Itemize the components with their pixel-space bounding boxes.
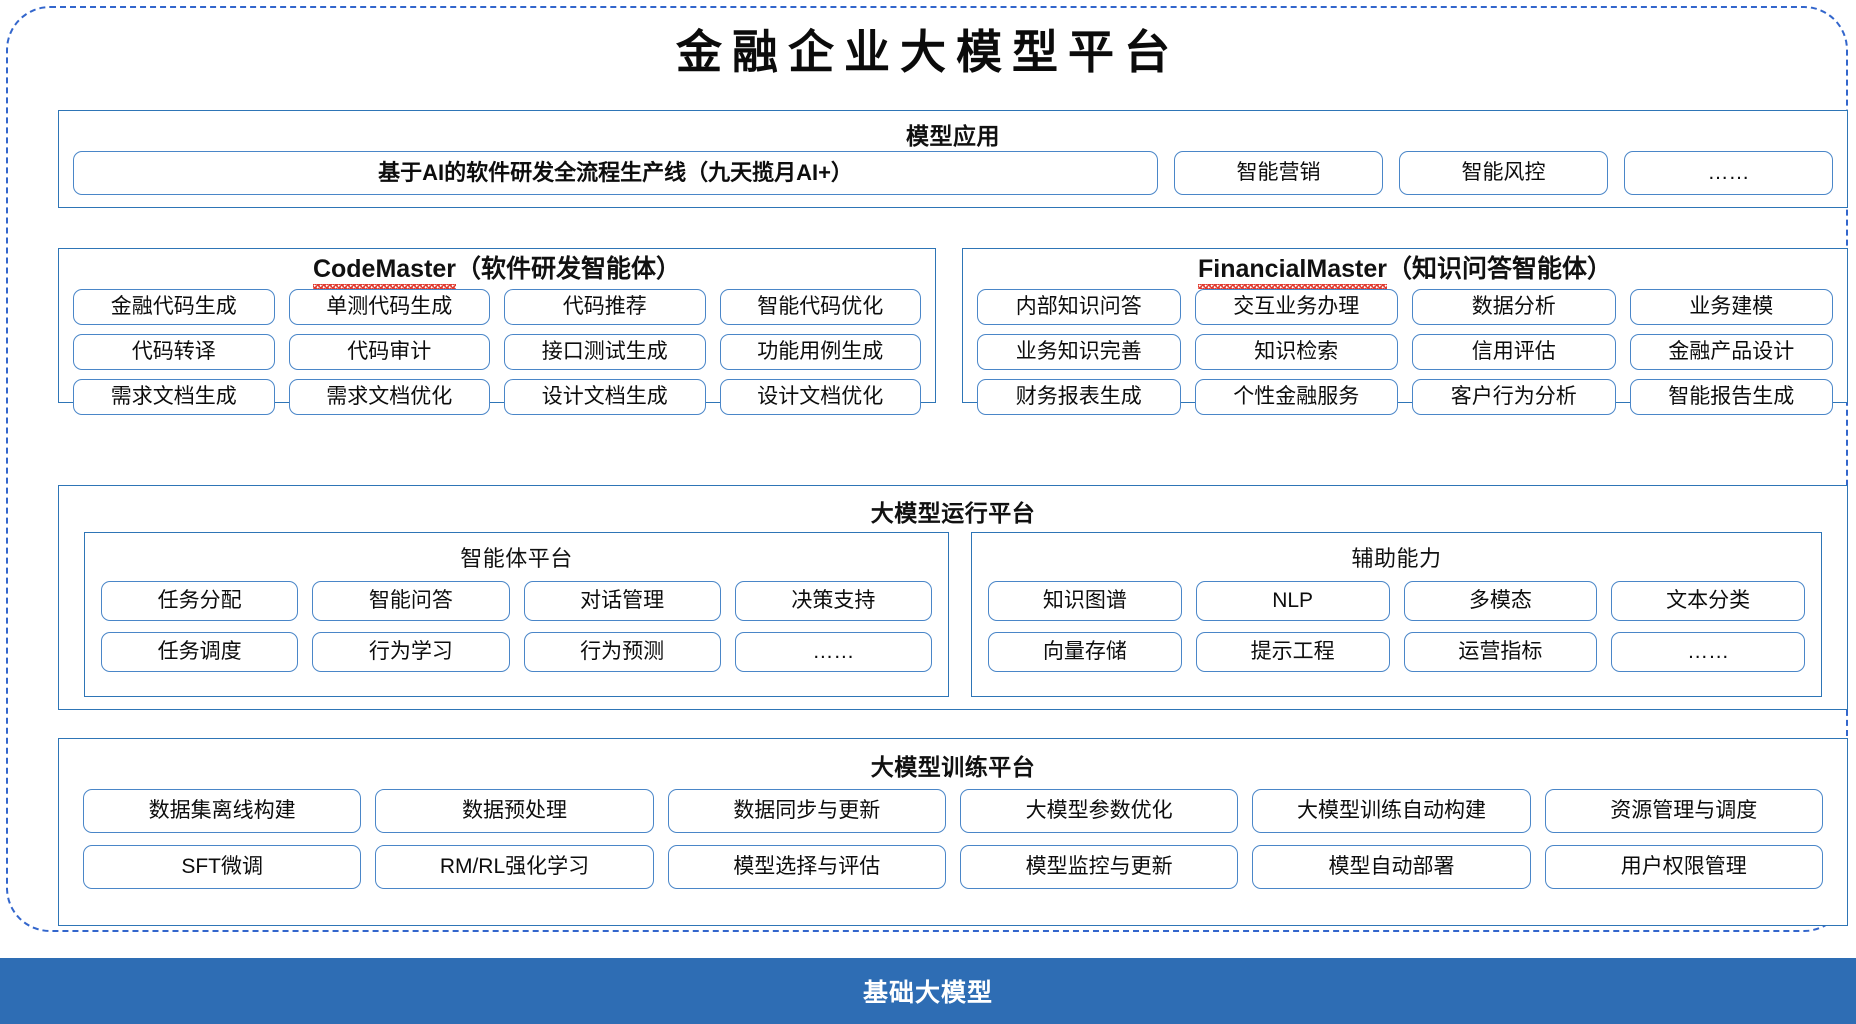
section-training-platform: 大模型训练平台 数据集离线构建 数据预处理 数据同步与更新 大模型参数优化 大模… [58, 738, 1848, 926]
app-item-smart-marketing[interactable]: 智能营销 [1174, 151, 1383, 195]
cap-nlp[interactable]: NLP [1195, 581, 1390, 621]
cap-text-classification[interactable]: 文本分类 [1611, 581, 1805, 621]
cap-smart-qa[interactable]: 智能问答 [312, 581, 510, 621]
foundation-model-label: 基础大模型 [862, 979, 993, 1007]
cap-financial-statement-gen[interactable]: 财务报表生成 [977, 379, 1181, 415]
agent-name-cn-codemaster: （软件研发智能体） [456, 255, 682, 283]
page-title: 金融企业大模型平台 [676, 25, 1180, 79]
cap-requirement-doc-gen[interactable]: 需求文档生成 [73, 379, 275, 415]
cap-financial-code-gen[interactable]: 金融代码生成 [73, 289, 275, 325]
section-title-runtime-platform: 大模型运行平台 [870, 500, 1036, 526]
cap-task-scheduling[interactable]: 任务调度 [101, 632, 299, 672]
capability-row: 财务报表生成 个性金融服务 客户行为分析 智能报告生成 [977, 379, 1833, 415]
cap-behavior-learning[interactable]: 行为学习 [312, 632, 510, 672]
cap-operational-metrics[interactable]: 运营指标 [1403, 632, 1598, 672]
cap-dataset-offline-build[interactable]: 数据集离线构建 [83, 789, 362, 833]
capability-row: 需求文档生成 需求文档优化 设计文档生成 设计文档优化 [73, 379, 921, 415]
subsection-agent-platform: 智能体平台 任务分配 智能问答 对话管理 决策支持 任务调度 行为学习 行为预测… [84, 532, 949, 697]
agent-name-latin-financialmaster: FinancialMaster [1198, 255, 1387, 289]
cap-dialogue-management[interactable]: 对话管理 [523, 581, 721, 621]
cap-credit-assessment[interactable]: 信用评估 [1412, 334, 1616, 370]
financialmaster-capability-grid: 内部知识问答 交互业务办理 数据分析 业务建模 业务知识完善 知识检索 信用评估… [977, 289, 1833, 415]
cap-decision-support[interactable]: 决策支持 [734, 581, 932, 621]
cap-data-analysis[interactable]: 数据分析 [1412, 289, 1616, 325]
cap-smart-code-optimization[interactable]: 智能代码优化 [719, 289, 921, 325]
capability-row: 金融代码生成 单测代码生成 代码推荐 智能代码优化 [73, 289, 921, 325]
capability-row: 内部知识问答 交互业务办理 数据分析 业务建模 [977, 289, 1833, 325]
capability-row: 数据集离线构建 数据预处理 数据同步与更新 大模型参数优化 大模型训练自动构建 … [83, 789, 1823, 833]
cap-agent-platform-more[interactable]: …… [734, 632, 932, 672]
cap-model-selection-evaluation[interactable]: 模型选择与评估 [667, 845, 946, 889]
cap-business-modeling[interactable]: 业务建模 [1629, 289, 1833, 325]
capability-row: 向量存储 提示工程 运营指标 …… [988, 632, 1805, 672]
cap-rm-rl-reinforcement-learning[interactable]: RM/RL强化学习 [375, 845, 654, 889]
cap-model-param-optimization[interactable]: 大模型参数优化 [959, 789, 1239, 833]
support-capabilities-grid: 知识图谱 NLP 多模态 文本分类 向量存储 提示工程 运营指标 …… [988, 581, 1805, 672]
codemaster-capability-grid: 金融代码生成 单测代码生成 代码推荐 智能代码优化 代码转译 代码审计 接口测试… [73, 289, 921, 415]
section-title-model-application: 模型应用 [906, 123, 1000, 149]
subsection-title-support-capabilities: 辅助能力 [1351, 546, 1442, 571]
capability-row: SFT微调 RM/RL强化学习 模型选择与评估 模型监控与更新 模型自动部署 用… [83, 845, 1823, 889]
cap-personalized-financial-service[interactable]: 个性金融服务 [1194, 379, 1398, 415]
capability-row: 任务调度 行为学习 行为预测 …… [101, 632, 932, 672]
cap-business-knowledge-enhancement[interactable]: 业务知识完善 [977, 334, 1181, 370]
cap-code-recommendation[interactable]: 代码推荐 [504, 289, 706, 325]
cap-resource-management-scheduling[interactable]: 资源管理与调度 [1544, 789, 1823, 833]
cap-prompt-engineering[interactable]: 提示工程 [1195, 632, 1390, 672]
agent-title-financialmaster: FinancialMaster（知识问答智能体） [963, 249, 1847, 289]
cap-vector-storage[interactable]: 向量存储 [988, 632, 1182, 672]
section-codemaster-agent: CodeMaster（软件研发智能体） 金融代码生成 单测代码生成 代码推荐 智… [58, 248, 936, 415]
cap-model-monitoring-update[interactable]: 模型监控与更新 [959, 845, 1239, 889]
cap-support-more[interactable]: …… [1611, 632, 1805, 672]
capability-row: 知识图谱 NLP 多模态 文本分类 [988, 581, 1805, 621]
cap-unit-test-code-gen[interactable]: 单测代码生成 [288, 289, 490, 325]
cap-customer-behavior-analysis[interactable]: 客户行为分析 [1412, 379, 1616, 415]
agent-platform-grid: 任务分配 智能问答 对话管理 决策支持 任务调度 行为学习 行为预测 …… [101, 581, 932, 672]
app-item-more[interactable]: …… [1624, 151, 1833, 195]
capability-row: 业务知识完善 知识检索 信用评估 金融产品设计 [977, 334, 1833, 370]
cap-data-preprocessing[interactable]: 数据预处理 [375, 789, 654, 833]
cap-internal-knowledge-qa[interactable]: 内部知识问答 [977, 289, 1181, 325]
cap-training-auto-build[interactable]: 大模型训练自动构建 [1252, 789, 1531, 833]
agent-name-cn-financialmaster: （知识问答智能体） [1386, 255, 1612, 283]
foundation-model-bar: 基础大模型 [0, 958, 1856, 1024]
subsection-title-agent-platform: 智能体平台 [460, 546, 573, 571]
cap-user-permission-management[interactable]: 用户权限管理 [1544, 845, 1823, 889]
capability-row: 任务分配 智能问答 对话管理 决策支持 [101, 581, 932, 621]
app-item-smart-risk-control[interactable]: 智能风控 [1399, 151, 1608, 195]
cap-design-doc-gen[interactable]: 设计文档生成 [504, 379, 706, 415]
section-financialmaster-agent: FinancialMaster（知识问答智能体） 内部知识问答 交互业务办理 数… [962, 248, 1848, 415]
section-runtime-platform: 大模型运行平台 智能体平台 任务分配 智能问答 对话管理 决策支持 任务调度 行… [58, 485, 1848, 710]
model-application-items: 基于AI的软件研发全流程生产线（九天揽月AI+） 智能营销 智能风控 …… [73, 151, 1833, 195]
cap-financial-product-design[interactable]: 金融产品设计 [1629, 334, 1833, 370]
cap-behavior-prediction[interactable]: 行为预测 [523, 632, 721, 672]
cap-model-auto-deployment[interactable]: 模型自动部署 [1252, 845, 1531, 889]
training-platform-grid: 数据集离线构建 数据预处理 数据同步与更新 大模型参数优化 大模型训练自动构建 … [83, 789, 1823, 889]
cap-design-doc-optimization[interactable]: 设计文档优化 [719, 379, 921, 415]
cap-smart-report-gen[interactable]: 智能报告生成 [1629, 379, 1833, 415]
cap-task-allocation[interactable]: 任务分配 [101, 581, 299, 621]
cap-data-sync-update[interactable]: 数据同步与更新 [667, 789, 946, 833]
agent-name-latin-codemaster: CodeMaster [312, 255, 457, 289]
section-title-training-platform: 大模型训练平台 [870, 754, 1036, 780]
app-item-ai-pipeline[interactable]: 基于AI的软件研发全流程生产线（九天揽月AI+） [73, 151, 1158, 195]
cap-code-translation[interactable]: 代码转译 [73, 334, 275, 370]
agent-title-codemaster: CodeMaster（软件研发智能体） [59, 249, 935, 289]
cap-api-test-gen[interactable]: 接口测试生成 [504, 334, 706, 370]
cap-functional-case-gen[interactable]: 功能用例生成 [719, 334, 921, 370]
cap-knowledge-retrieval[interactable]: 知识检索 [1194, 334, 1398, 370]
cap-sft-finetuning[interactable]: SFT微调 [83, 845, 362, 889]
cap-multimodal[interactable]: 多模态 [1403, 581, 1598, 621]
cap-interactive-business-handling[interactable]: 交互业务办理 [1194, 289, 1398, 325]
outer-dashed-frame [6, 6, 1848, 932]
cap-knowledge-graph[interactable]: 知识图谱 [988, 581, 1182, 621]
capability-row: 代码转译 代码审计 接口测试生成 功能用例生成 [73, 334, 921, 370]
section-model-application: 模型应用 基于AI的软件研发全流程生产线（九天揽月AI+） 智能营销 智能风控 … [58, 110, 1848, 208]
cap-code-audit[interactable]: 代码审计 [288, 334, 490, 370]
cap-requirement-doc-optimization[interactable]: 需求文档优化 [288, 379, 490, 415]
subsection-support-capabilities: 辅助能力 知识图谱 NLP 多模态 文本分类 向量存储 提示工程 运营指标 …… [971, 532, 1822, 697]
